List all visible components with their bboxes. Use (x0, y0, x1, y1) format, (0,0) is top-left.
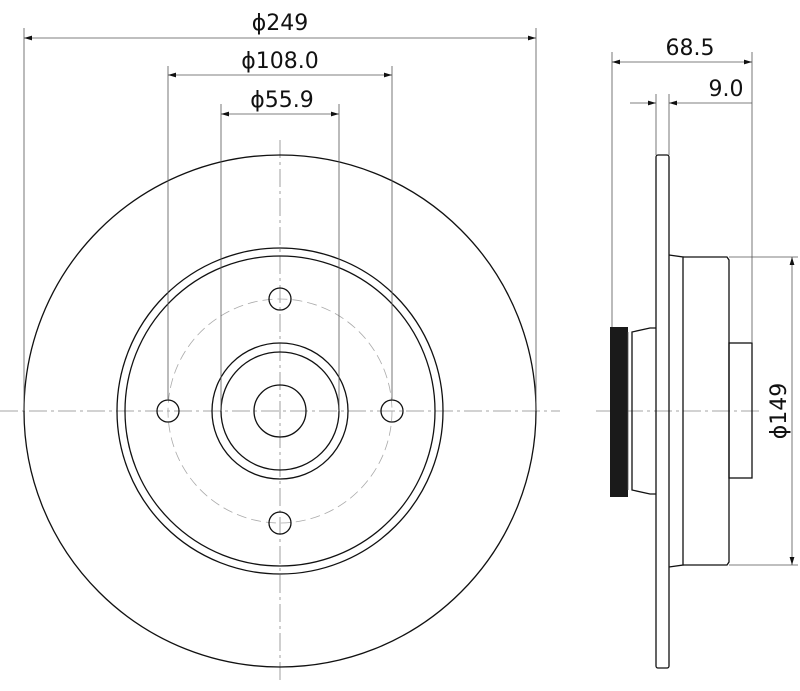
disc-flange-section (655, 154, 670, 669)
center-bore (253, 384, 307, 438)
dim-bolt-circle-diameter: ϕ108.0 (241, 49, 319, 74)
hub-outer-ring (211, 342, 349, 480)
hat-inner-ring (124, 255, 436, 567)
bolt-hole (268, 511, 292, 535)
dim-disc-thickness: 9.0 (709, 77, 744, 102)
bolt-circle (167, 298, 393, 524)
dim-center-bore-diameter: ϕ55.9 (250, 88, 314, 113)
bearing-seat (631, 327, 656, 495)
front-view: ϕ249 ϕ108.0 ϕ55.9 (0, 11, 560, 680)
dim-outer-diameter: ϕ249 (252, 11, 309, 36)
hat-outer-ring (116, 247, 444, 575)
side-view: 68.5 9.0 ϕ149 (596, 36, 798, 669)
dim-overall-height: 68.5 (666, 36, 715, 61)
dim-hat-diameter: ϕ149 (767, 383, 792, 440)
hub-spigot (728, 342, 753, 479)
abs-ring (610, 327, 628, 497)
hat-step (668, 254, 684, 568)
bolt-hole (268, 287, 292, 311)
